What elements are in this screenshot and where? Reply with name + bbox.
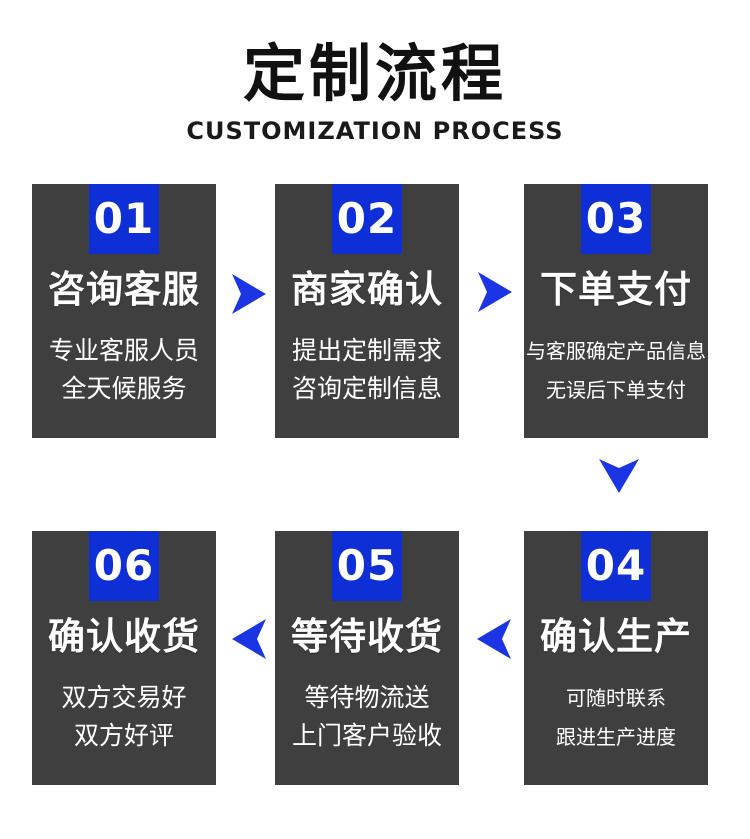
step-card-04: 04 确认生产 可随时联系 跟进生产进度 <box>524 531 708 785</box>
step-description-line-1: 提出定制需求 <box>291 336 442 365</box>
arrow-left-icon <box>232 619 266 659</box>
step-card-05: 05 等待收货 等待物流送 上门客户验收 <box>275 531 459 785</box>
step-number: 04 <box>585 541 647 590</box>
step-description-line-1: 与客服确定产品信息 <box>526 339 706 363</box>
step-number: 03 <box>585 194 647 243</box>
step-description: 提出定制需求 咨询定制信息 <box>275 332 459 408</box>
step-description-line-2: 上门客户验收 <box>291 721 442 750</box>
step-title: 商家确认 <box>291 268 443 311</box>
step-number: 02 <box>336 194 398 243</box>
step-card-06: 06 确认收货 双方交易好 双方好评 <box>32 531 216 785</box>
page-title: 定制流程 <box>242 37 507 110</box>
step-number: 05 <box>336 541 398 590</box>
step-description-line-1: 专业客服人员 <box>48 336 199 365</box>
step-card-03: 03 下单支付 与客服确定产品信息 无误后下单支付 <box>524 184 708 438</box>
step-card-01: 01 咨询客服 专业客服人员 全天候服务 <box>32 184 216 438</box>
step-number: 06 <box>93 541 155 590</box>
step-description: 双方交易好 双方好评 <box>32 679 216 755</box>
step-description: 可随时联系 跟进生产进度 <box>524 679 708 757</box>
arrow-right-icon <box>478 272 512 312</box>
step-description-line-1: 等待物流送 <box>304 683 430 712</box>
step-title: 等待收货 <box>291 615 443 658</box>
step-description: 专业客服人员 全天候服务 <box>32 332 216 408</box>
step-number-badge: 03 <box>581 184 651 254</box>
page-subtitle: CUSTOMIZATION PROCESS <box>186 117 564 145</box>
step-description-line-2: 咨询定制信息 <box>291 374 442 403</box>
step-description-line-1: 双方交易好 <box>61 683 187 712</box>
step-number-badge: 05 <box>332 531 402 601</box>
step-number-badge: 06 <box>89 531 159 601</box>
step-description-line-2: 无误后下单支付 <box>546 378 686 402</box>
step-description-line-1: 可随时联系 <box>566 686 666 710</box>
step-description-line-2: 跟进生产进度 <box>556 725 676 749</box>
step-description: 与客服确定产品信息 无误后下单支付 <box>524 332 708 410</box>
step-card-02: 02 商家确认 提出定制需求 咨询定制信息 <box>275 184 459 438</box>
step-number-badge: 04 <box>581 531 651 601</box>
arrow-left-icon <box>477 619 511 659</box>
step-title: 确认生产 <box>540 615 692 658</box>
step-description-line-2: 双方好评 <box>73 721 174 750</box>
step-title: 下单支付 <box>540 268 692 311</box>
step-title: 咨询客服 <box>48 268 200 311</box>
arrow-down-icon <box>599 459 639 493</box>
step-description: 等待物流送 上门客户验收 <box>275 679 459 755</box>
step-number-badge: 01 <box>89 184 159 254</box>
step-number: 01 <box>93 194 155 243</box>
arrow-right-icon <box>232 274 266 314</box>
step-description-line-2: 全天候服务 <box>61 374 187 403</box>
step-number-badge: 02 <box>332 184 402 254</box>
step-title: 确认收货 <box>48 615 200 658</box>
